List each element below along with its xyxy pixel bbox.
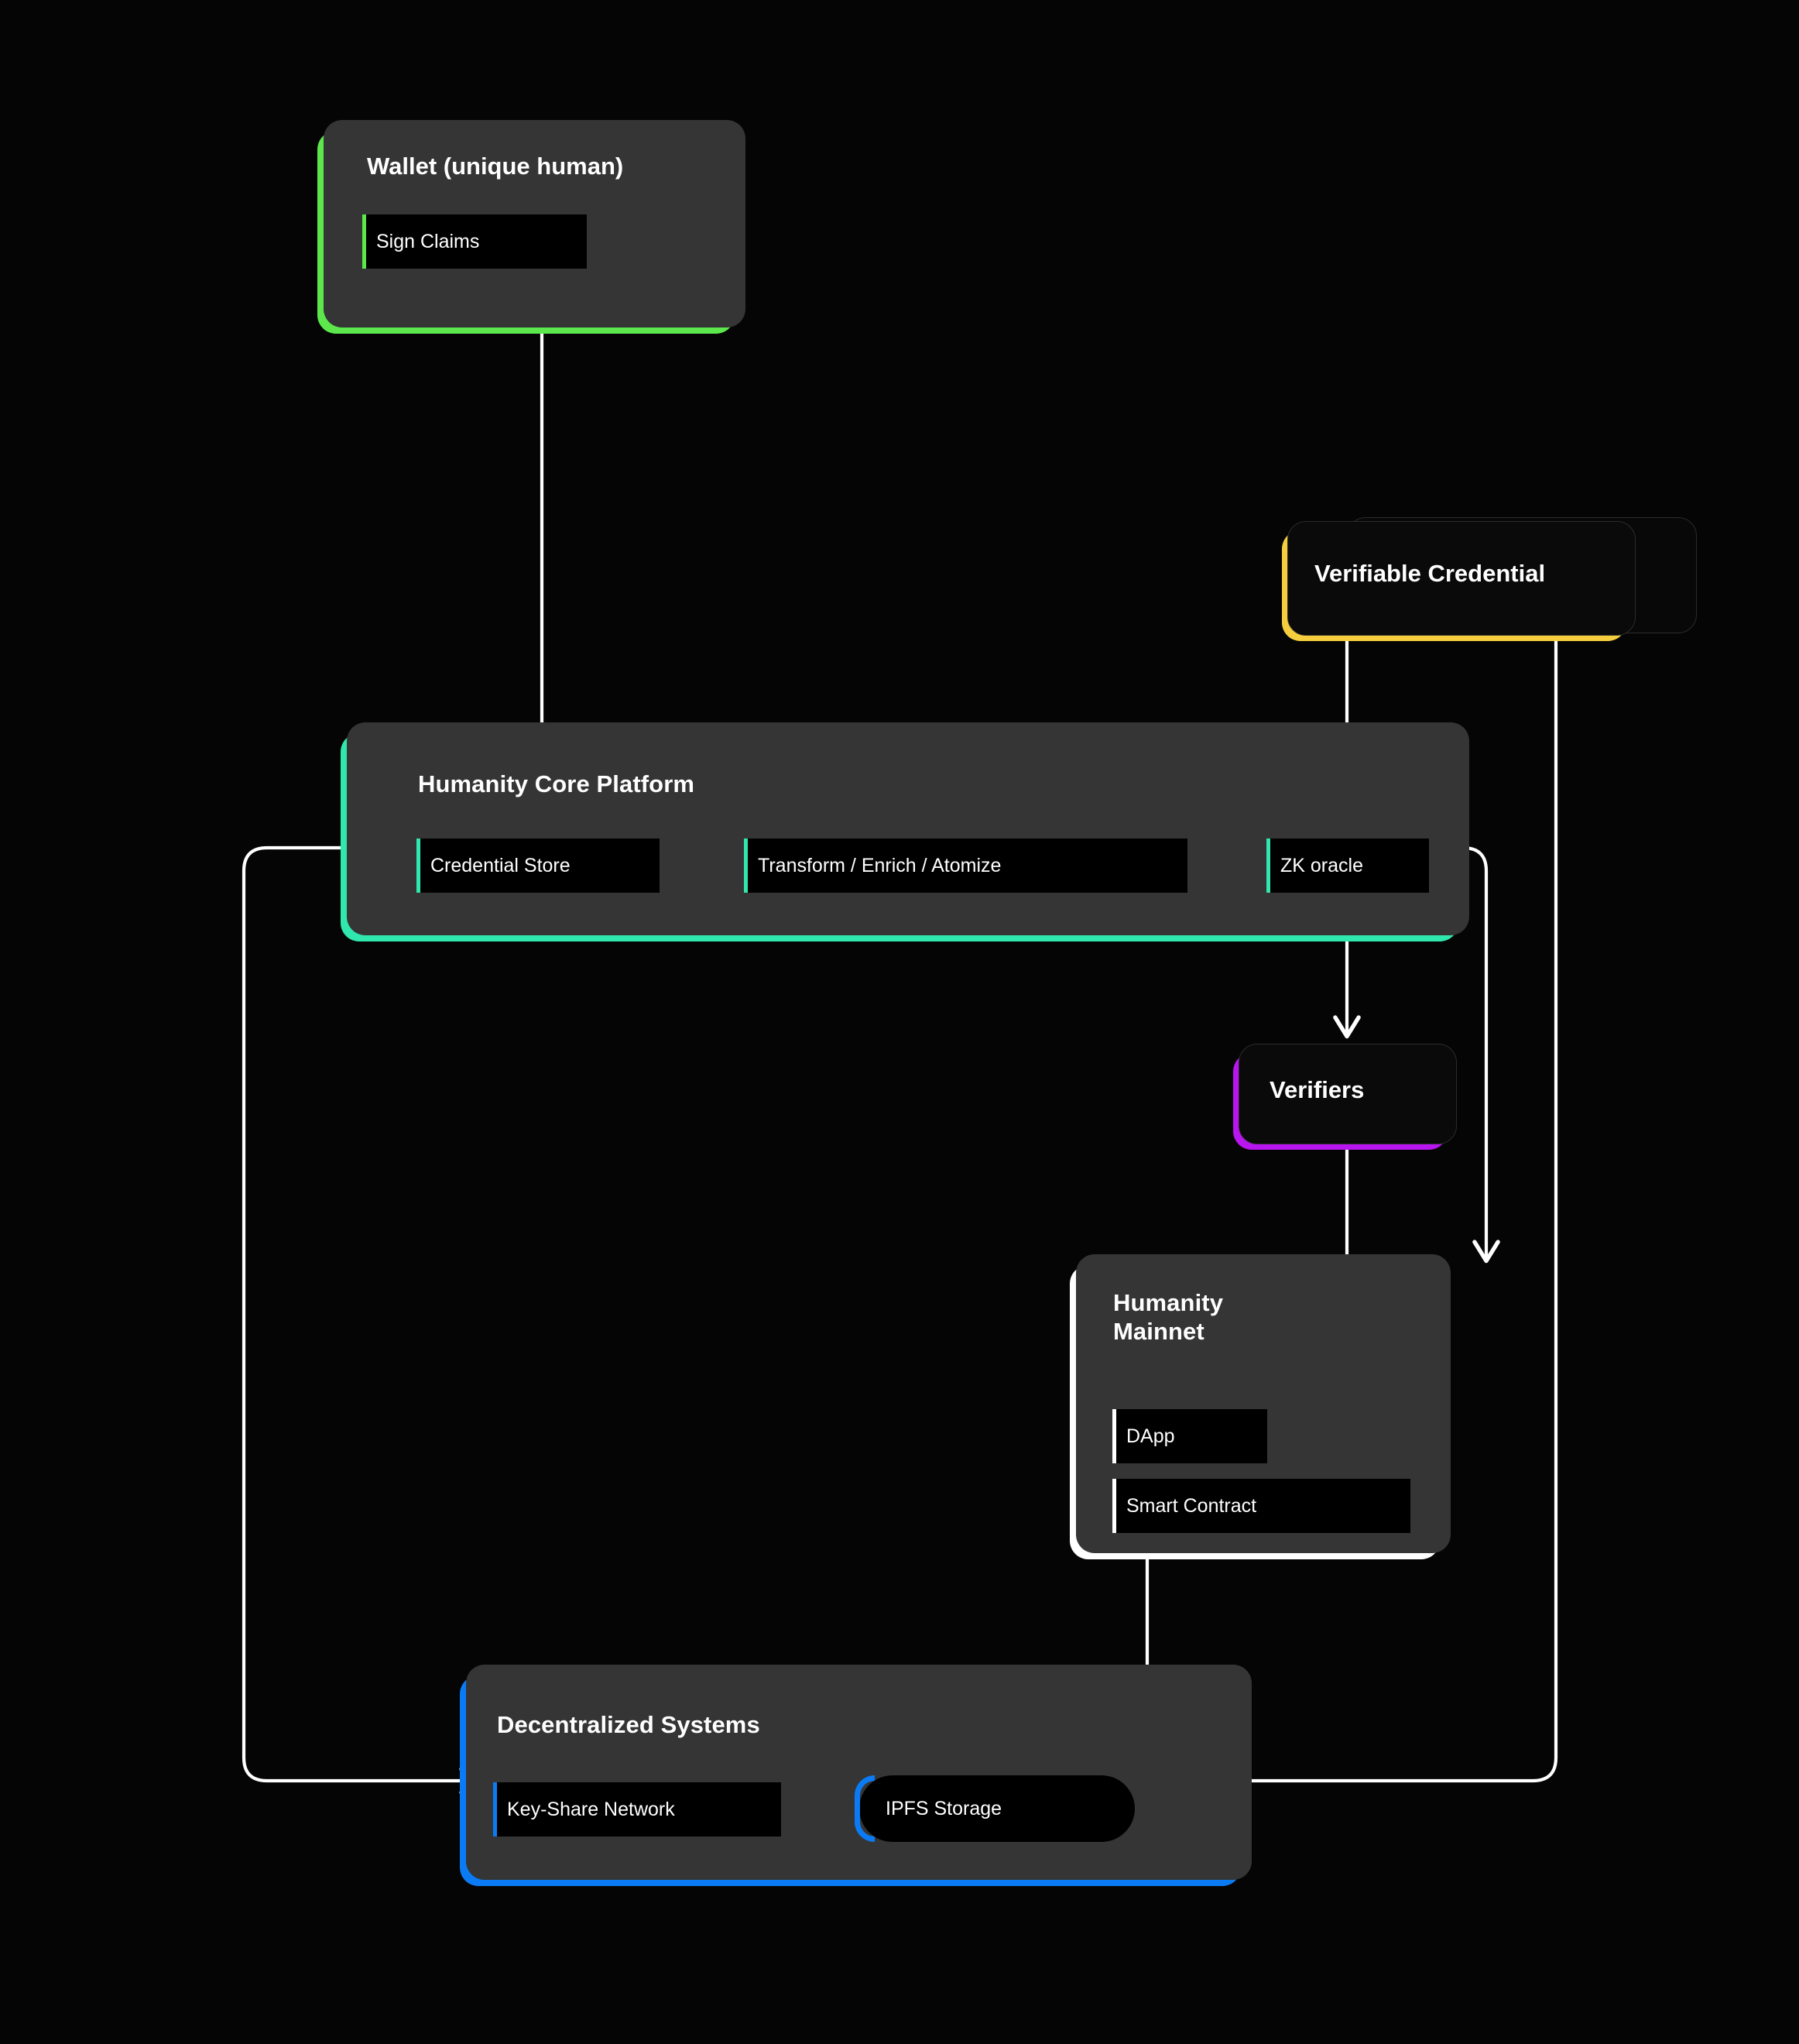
chip-credential-store[interactable]: Credential Store — [416, 839, 660, 893]
chip-zk-oracle-accent — [1266, 839, 1270, 893]
core-platform-surface — [347, 722, 1469, 935]
chip-ipfs-storage-accent — [855, 1775, 875, 1842]
chip-ipfs-storage[interactable]: IPFS Storage — [855, 1775, 1135, 1842]
chip-credential-store-label: Credential Store — [430, 854, 571, 876]
wallet-title: Wallet (unique human) — [367, 153, 624, 180]
decentralized-title: Decentralized Systems — [497, 1711, 760, 1738]
node-humanity-mainnet[interactable]: Humanity Mainnet DApp Smart Contract — [1070, 1254, 1451, 1559]
chip-zk-oracle[interactable]: ZK oracle — [1266, 839, 1429, 893]
chip-smart-contract-label: Smart Contract — [1126, 1494, 1257, 1517]
chip-dapp-accent — [1112, 1409, 1116, 1463]
credential-title: Verifiable Credential — [1314, 560, 1546, 587]
chip-credential-store-accent — [416, 839, 420, 893]
chip-transform-accent — [744, 839, 748, 893]
edge-wallet-to-keyshare — [242, 830, 544, 1795]
chip-dapp[interactable]: DApp — [1112, 1409, 1267, 1463]
chip-key-share-network-accent — [493, 1782, 497, 1837]
node-verifiable-credential[interactable]: Verifiable Credential — [1282, 521, 1636, 641]
chip-transform-label: Transform / Enrich / Atomize — [758, 854, 1002, 876]
chip-smart-contract-accent — [1112, 1479, 1116, 1533]
chip-zk-oracle-label: ZK oracle — [1280, 854, 1363, 876]
chip-ipfs-storage-label: IPFS Storage — [886, 1797, 1002, 1819]
node-wallet[interactable]: Wallet (unique human) Sign Claims — [317, 120, 745, 334]
mainnet-title: Humanity Mainnet — [1113, 1289, 1224, 1345]
core-platform-title: Humanity Core Platform — [418, 770, 695, 797]
node-verifiers[interactable]: Verifiers — [1233, 1044, 1457, 1150]
node-core-platform[interactable]: Humanity Core Platform Credential Store … — [341, 722, 1469, 941]
chip-transform-enrich-atomize[interactable]: Transform / Enrich / Atomize — [744, 839, 1187, 893]
chip-key-share-network[interactable]: Key-Share Network — [493, 1782, 781, 1837]
node-decentralized-systems[interactable]: Decentralized Systems Key-Share Network … — [460, 1665, 1252, 1886]
chip-key-share-network-label: Key-Share Network — [507, 1798, 675, 1820]
chip-sign-claims-accent — [362, 214, 366, 269]
chip-sign-claims-label: Sign Claims — [376, 230, 480, 252]
chip-dapp-label: DApp — [1126, 1425, 1175, 1447]
chip-sign-claims[interactable]: Sign Claims — [362, 214, 587, 269]
chip-smart-contract[interactable]: Smart Contract — [1112, 1479, 1410, 1533]
verifiers-title: Verifiers — [1270, 1076, 1365, 1103]
credential-surface — [1287, 521, 1636, 636]
decentralized-surface — [466, 1665, 1252, 1880]
